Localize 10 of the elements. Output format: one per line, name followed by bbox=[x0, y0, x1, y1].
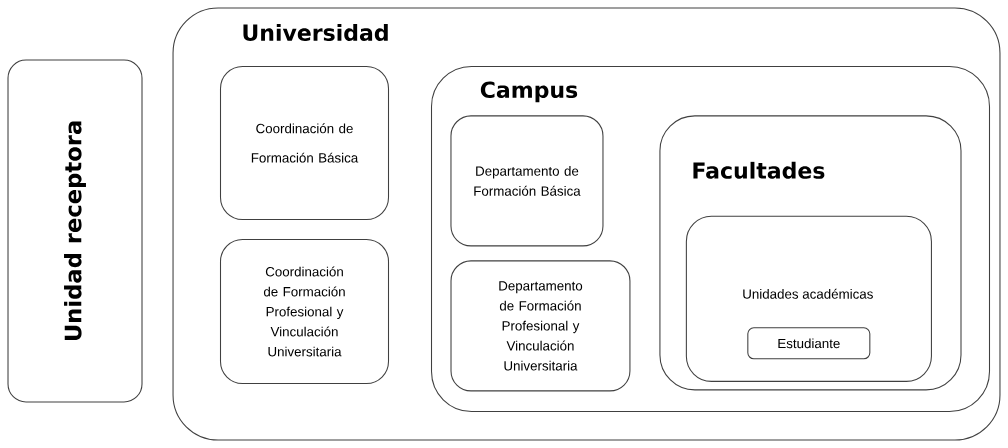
box-label: Unidades académicas bbox=[743, 288, 873, 299]
text-box: Departamento de Formación Básica bbox=[450, 115, 604, 247]
text-box: Coordinación de Formación Básica bbox=[219, 65, 390, 221]
group-heading: Campus bbox=[480, 81, 578, 103]
group-heading: Universidad bbox=[243, 23, 388, 41]
text-box: Estudiante bbox=[747, 327, 871, 360]
group-heading: Facultades bbox=[693, 161, 825, 179]
text-box: Coordinación de Formación Profesional y Vinculación Universitaria bbox=[219, 238, 390, 384]
vertical-label: Unidad receptora bbox=[64, 121, 86, 341]
text-box: Departamento de Formación Profesional y Vinculación Universitaria bbox=[450, 260, 631, 392]
